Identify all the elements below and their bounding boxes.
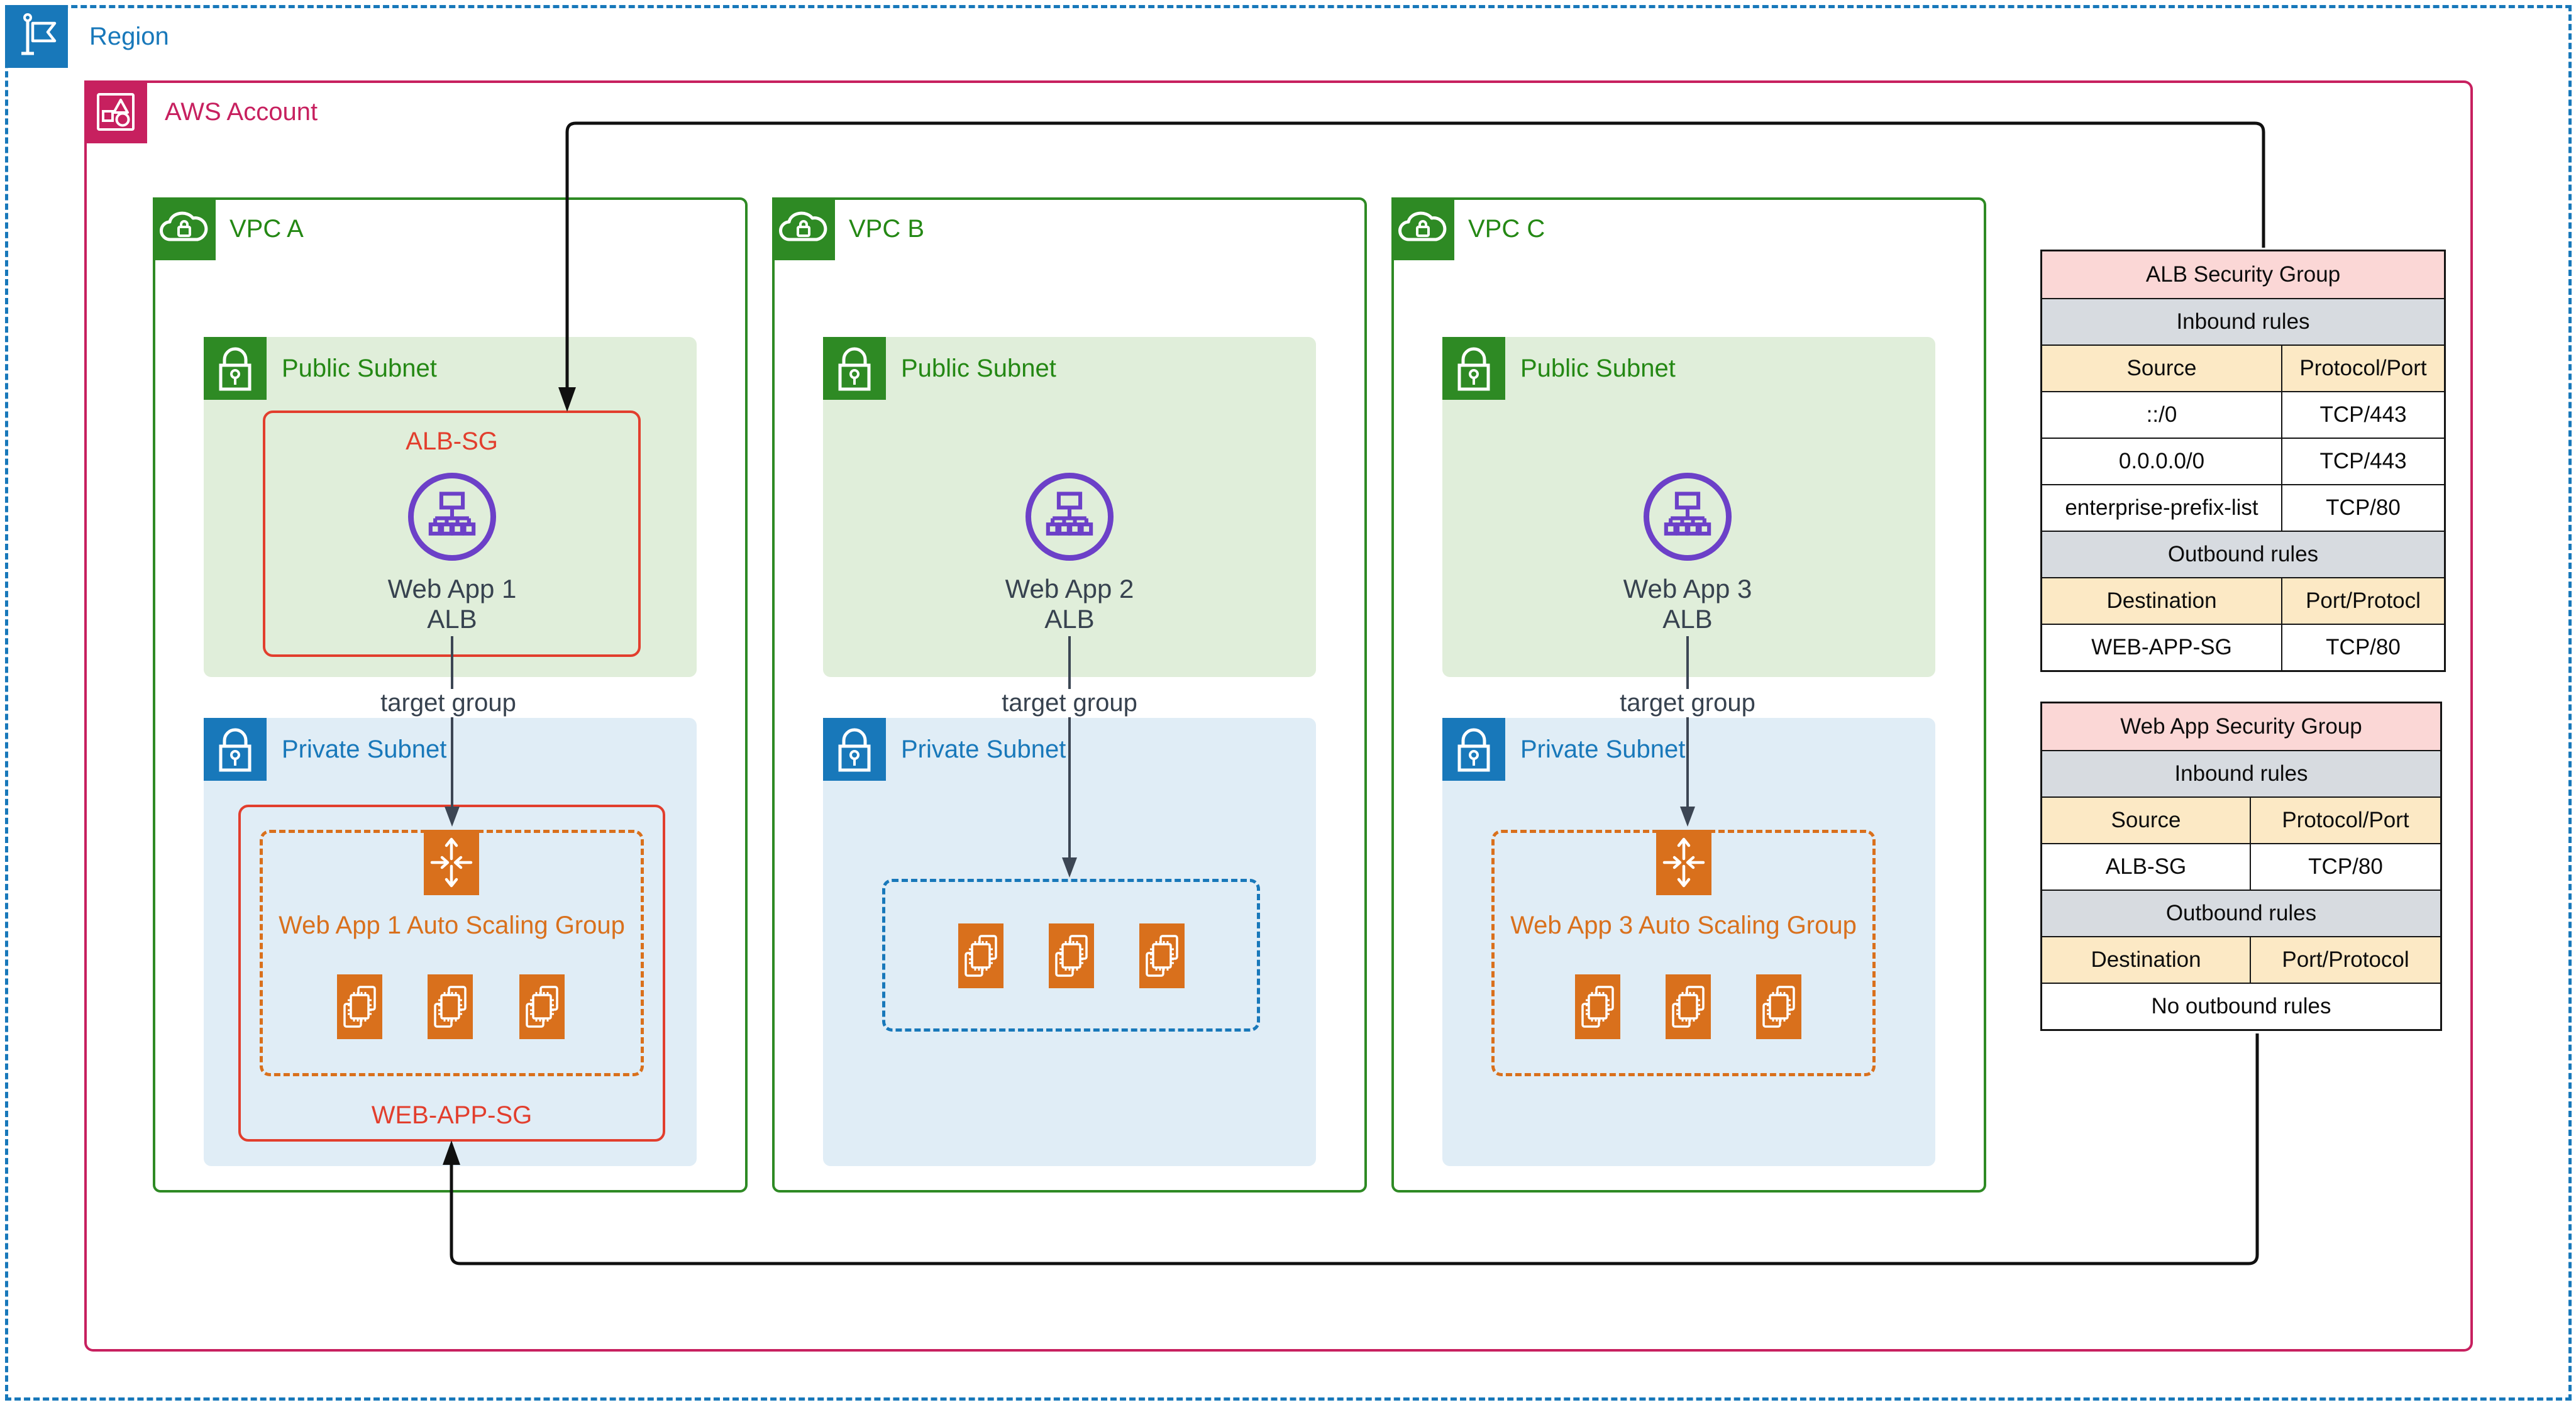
vpc-c-load-balancer-icon (1644, 473, 1732, 561)
vpc-c-private-subnet-label: Private Subnet (1520, 736, 1686, 763)
region-label: Region (89, 23, 169, 50)
vpc-c-asg-label: Web App 3 Auto Scaling Group (1510, 912, 1857, 939)
vpc-a-private-subnet-label: Private Subnet (282, 736, 447, 763)
vpc-a-alb-name-line1: Web App 1 (387, 574, 517, 603)
vpc-c-label: VPC C (1468, 215, 1545, 243)
vpc-b-alb-name-line1: Web App 2 (1005, 574, 1134, 603)
webapp-sg-outbound-header: Outbound rules (2042, 891, 2440, 936)
alb-sg-rule-port: TCP/443 (2281, 392, 2444, 438)
table-row: enterprise-prefix-list TCP/80 (2042, 484, 2444, 531)
aws-account-label: AWS Account (165, 98, 318, 126)
webapp-sg-inbound-col-protocol: Protocol/Port (2250, 798, 2440, 843)
webapp-sg-table-title: Web App Security Group (2042, 703, 2440, 750)
vpc-a-label: VPC A (229, 215, 304, 243)
vpc-a-asg-label: Web App 1 Auto Scaling Group (279, 912, 625, 939)
vpc-b-public-subnet-lock-icon (823, 337, 886, 400)
alb-sg-rule-source: 0.0.0.0/0 (2118, 449, 2205, 473)
vpc-a-cloud-lock-icon (153, 197, 216, 260)
aws-account-group-border (84, 80, 2473, 1352)
vpc-a-ec2-instance-icon (337, 974, 382, 1039)
vpc-c-target-group-label: target group (1612, 689, 1763, 717)
table-row: ::/0 TCP/443 (2042, 391, 2444, 438)
table-row: ALB-SG TCP/80 (2042, 843, 2440, 890)
alb-sg-inbound-header: Inbound rules (2042, 299, 2444, 344)
vpc-c-cloud-lock-icon (1391, 197, 1454, 260)
webapp-sg-rule-port: TCP/80 (2250, 844, 2440, 890)
alb-sg-inbound-col-source: Source (2042, 346, 2281, 391)
aws-account-shapes-icon (84, 80, 147, 143)
vpc-a-public-subnet-label: Public Subnet (282, 355, 437, 382)
table-row: WEB-APP-SG TCP/80 (2042, 624, 2444, 670)
webapp-sg-inbound-col-source: Source (2042, 798, 2250, 843)
vpc-a-ec2-instance-icon (428, 974, 473, 1039)
webapp-sg-rule-source: ALB-SG (2105, 854, 2187, 879)
alb-sg-rule-port: TCP/443 (2281, 439, 2444, 484)
vpc-c-alb-name-line1: Web App 3 (1623, 574, 1752, 603)
vpc-b-ec2-instance-icon (958, 923, 1003, 988)
alb-sg-table-title: ALB Security Group (2042, 251, 2444, 298)
vpc-b-private-subnet-lock-icon (823, 718, 886, 781)
vpc-c-auto-scaling-icon (1656, 830, 1711, 895)
vpc-b-ec2-instance-icon (1049, 923, 1094, 988)
alb-sg-inbound-col-protocol: Protocol/Port (2281, 346, 2444, 391)
vpc-c-public-subnet-lock-icon (1442, 337, 1505, 400)
vpc-b-label: VPC B (849, 215, 925, 243)
alb-sg-rule-port: TCP/80 (2281, 625, 2444, 670)
vpc-c-public-subnet-label: Public Subnet (1520, 355, 1676, 382)
alb-sg-rule-source: ::/0 (2146, 402, 2177, 427)
alb-sg-rule-port: TCP/80 (2281, 485, 2444, 531)
vpc-a-auto-scaling-icon (424, 830, 479, 895)
vpc-b-load-balancer-icon (1025, 473, 1114, 561)
webapp-sg-outbound-col-port: Port/Protocol (2250, 937, 2440, 983)
vpc-b-cloud-lock-icon (772, 197, 835, 260)
region-group-border (5, 5, 2572, 1401)
vpc-b-auto-scaling-group-box (882, 879, 1260, 1032)
vpc-c-alb-name-line2: ALB (1662, 604, 1713, 634)
vpc-a-target-group-label: target group (373, 689, 524, 717)
alb-sg-outbound-header: Outbound rules (2042, 532, 2444, 577)
vpc-b-private-subnet-label: Private Subnet (901, 736, 1066, 763)
vpc-c-ec2-instance-icon (1575, 974, 1620, 1039)
vpc-b-ec2-instance-icon (1139, 923, 1185, 988)
webapp-sg-inbound-header: Inbound rules (2042, 751, 2440, 796)
webapp-sg-no-outbound-row: No outbound rules (2151, 994, 2331, 1018)
vpc-a-load-balancer-icon (408, 473, 496, 561)
vpc-a-private-subnet-lock-icon (204, 718, 267, 781)
vpc-a-alb-sg-label: ALB-SG (406, 427, 498, 455)
table-row: 0.0.0.0/0 TCP/443 (2042, 438, 2444, 484)
vpc-c-ec2-instance-icon (1756, 974, 1801, 1039)
alb-sg-rule-source: enterprise-prefix-list (2065, 495, 2258, 520)
vpc-c-private-subnet-lock-icon (1442, 718, 1505, 781)
alb-security-group-table: ALB Security Group Inbound rules Source … (2040, 250, 2446, 672)
web-app-security-group-table: Web App Security Group Inbound rules Sou… (2040, 702, 2442, 1031)
vpc-b-target-group-label: target group (994, 689, 1145, 717)
vpc-b-alb-name-line2: ALB (1044, 604, 1095, 634)
vpc-a-web-app-sg-label: WEB-APP-SG (371, 1101, 533, 1129)
vpc-a-ec2-instance-icon (519, 974, 565, 1039)
webapp-sg-outbound-col-destination: Destination (2042, 937, 2250, 983)
vpc-c-ec2-instance-icon (1666, 974, 1711, 1039)
vpc-a-public-subnet-lock-icon (204, 337, 267, 400)
vpc-a-alb-name-line2: ALB (427, 604, 477, 634)
vpc-b-public-subnet-label: Public Subnet (901, 355, 1056, 382)
alb-sg-outbound-col-port: Port/Protocl (2281, 578, 2444, 624)
alb-sg-outbound-col-destination: Destination (2042, 578, 2281, 624)
alb-sg-rule-destination: WEB-APP-SG (2091, 635, 2232, 659)
region-flag-icon (5, 5, 68, 68)
